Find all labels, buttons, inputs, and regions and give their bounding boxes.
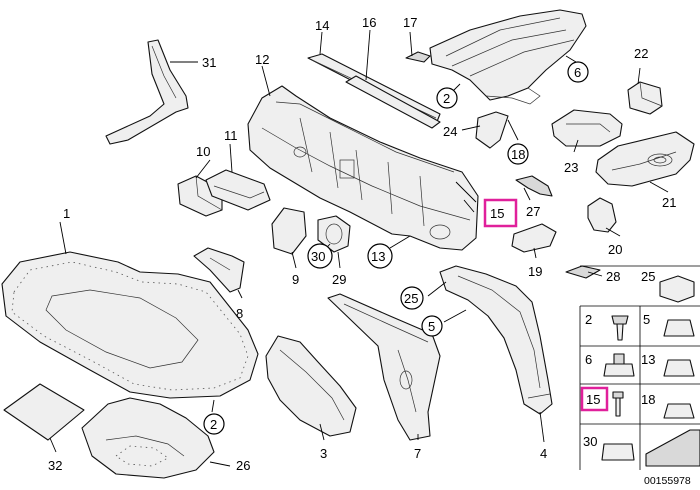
part-29: [317, 215, 351, 253]
part-32: [3, 383, 85, 441]
part-3: [265, 335, 357, 437]
label-29: 29: [332, 272, 346, 287]
part-12: [247, 85, 479, 251]
label-3: 3: [320, 446, 327, 461]
label-31: 31: [202, 55, 216, 70]
label-17: 17: [403, 15, 417, 30]
label-16: 16: [362, 15, 376, 30]
callout-circles: [203, 61, 609, 435]
reference-number: 00155978: [644, 475, 691, 487]
part-26: [81, 397, 215, 479]
label-19: 19: [528, 264, 542, 279]
hardware-key-box: [579, 265, 700, 470]
part-9: [271, 207, 307, 255]
label-26: 26: [236, 458, 250, 473]
label-2-bottom: 2: [210, 417, 217, 432]
label-32: 32: [48, 458, 62, 473]
key-label-18: 18: [641, 392, 655, 407]
label-9: 9: [292, 272, 299, 287]
label-13-main: 13: [371, 249, 385, 264]
label-5-main: 5: [428, 319, 435, 334]
label-15-main: 15: [490, 206, 504, 221]
key-label-15: 15: [586, 392, 600, 407]
label-4: 4: [540, 446, 547, 461]
key-label-2: 2: [585, 312, 592, 327]
part-17: [405, 51, 431, 63]
label-7: 7: [414, 446, 421, 461]
key-label-5: 5: [643, 312, 650, 327]
label-20: 20: [608, 242, 622, 257]
part-7: [327, 293, 441, 441]
label-21: 21: [662, 195, 676, 210]
part-1: [1, 251, 259, 399]
label-12: 12: [255, 52, 269, 67]
label-25-main: 25: [404, 291, 418, 306]
key-label-13: 13: [641, 352, 655, 367]
label-10: 10: [196, 144, 210, 159]
part-27: [515, 175, 553, 197]
label-6-main: 6: [574, 65, 581, 80]
key-label-25: 25: [641, 269, 655, 284]
label-8: 8: [236, 306, 243, 321]
part-23: [551, 109, 623, 147]
label-24: 24: [443, 124, 457, 139]
label-27: 27: [526, 204, 540, 219]
label-30-main: 30: [311, 249, 325, 264]
part-21: [595, 131, 695, 187]
part-6: [429, 9, 587, 105]
label-18-main: 18: [511, 147, 525, 162]
callout-labels: 31 14 16 17 12 11 10 1 8 9 30 29 13 2 24…: [48, 15, 691, 487]
part-20: [587, 197, 617, 233]
part-16: [345, 75, 441, 129]
part-28: [565, 265, 601, 279]
part-24: [475, 111, 509, 149]
key-label-6: 6: [585, 352, 592, 367]
part-11: [205, 169, 271, 211]
label-11: 11: [224, 128, 238, 143]
leader-lines: [49, 29, 669, 467]
part-19: [511, 223, 557, 253]
label-14: 14: [315, 18, 329, 33]
label-2-top: 2: [443, 91, 450, 106]
part-22: [627, 81, 663, 115]
label-23: 23: [564, 160, 578, 175]
key-label-30: 30: [583, 434, 597, 449]
part-4: [439, 265, 553, 415]
label-22: 22: [634, 46, 648, 61]
part-8: [193, 247, 245, 293]
label-28: 28: [606, 269, 620, 284]
label-1: 1: [63, 206, 70, 221]
part-31: [105, 39, 189, 145]
